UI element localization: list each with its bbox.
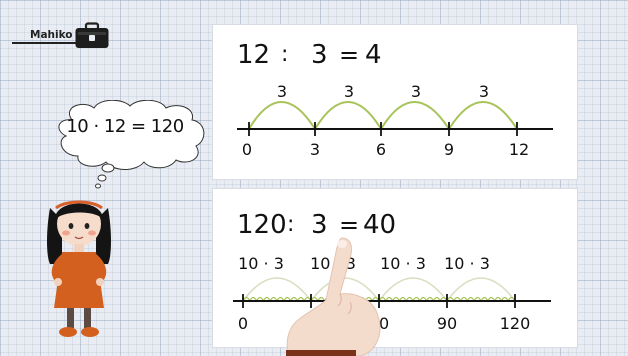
jump-arc: [448, 101, 518, 130]
eq-result: 40: [363, 210, 396, 240]
jump-label: 3: [344, 82, 354, 101]
number-line-panel-top: 12 : 3 = 4 3 3 3 3 0 3 6 9 12: [212, 24, 578, 180]
pointing-hand: [286, 237, 381, 356]
eq-equals: =: [339, 211, 359, 239]
jump-label: 3: [411, 82, 421, 101]
jump-label: 3: [479, 82, 489, 101]
jump-arc: [446, 277, 516, 302]
thought-bubble: [58, 100, 205, 189]
jump-arc: [242, 277, 312, 302]
eq-operator: :: [281, 42, 288, 67]
eq-divisor: 3: [311, 40, 328, 70]
jump-arc: [378, 277, 448, 302]
eq-dividend: 120: [237, 210, 287, 240]
jump-label: 3: [277, 82, 287, 101]
eq-operator: :: [287, 212, 294, 237]
jump-label: 10 · 3: [238, 254, 284, 273]
eq-result: 4: [365, 40, 382, 70]
name-underline: [12, 42, 76, 44]
tick-label: 120: [500, 314, 531, 333]
jump-label: 10 · 3: [444, 254, 490, 273]
tick-label: 90: [437, 314, 457, 333]
jump-arc: [248, 101, 316, 130]
tick-label: 9: [444, 140, 454, 159]
student-name: Mahiko: [30, 29, 73, 41]
thought-equation: 10 · 12 = 120: [66, 116, 184, 137]
jump-arc: [314, 101, 382, 130]
number-line-panel-bottom: 120 : 3 = 40 10 · 3 10 · 3 10 · 3 10 · 3…: [212, 188, 578, 348]
tick-label: 3: [310, 140, 320, 159]
jump-label: 10 · 3: [380, 254, 426, 273]
eq-divisor: 3: [311, 210, 328, 240]
eq-equals: =: [339, 41, 359, 69]
tick-label: 12: [509, 140, 529, 159]
jump-arc: [380, 101, 450, 130]
tick-label: 0: [238, 314, 248, 333]
eq-dividend: 12: [237, 40, 270, 70]
tick-label: 0: [242, 140, 252, 159]
tick-label: 6: [376, 140, 386, 159]
girl-character: [47, 200, 111, 337]
briefcase-icon[interactable]: [74, 22, 110, 50]
jump-arc: [310, 277, 380, 302]
